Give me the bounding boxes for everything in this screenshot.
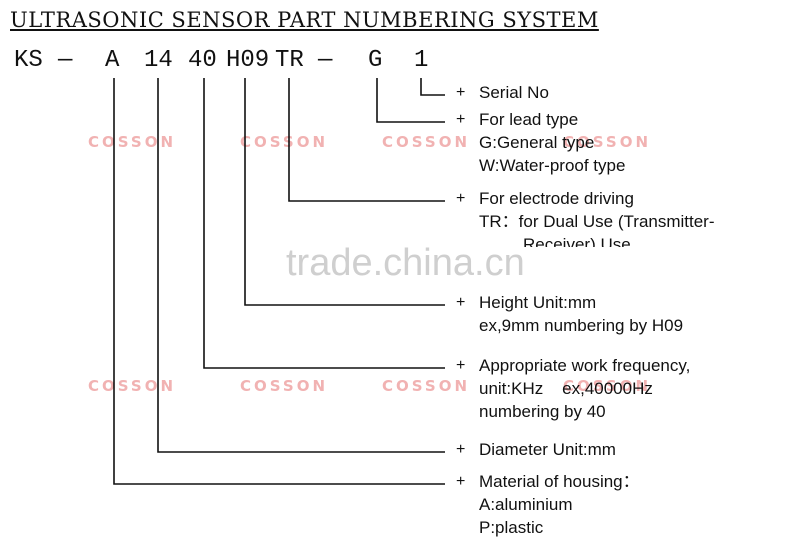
- frequency-unit: unit:KHz ex,40000Hz: [479, 379, 653, 398]
- watermark-brand: COSSON: [240, 133, 328, 151]
- code-frequency-40: 40: [188, 47, 217, 74]
- driving-label: For electrode driving: [479, 189, 634, 208]
- watermark-brand: COSSON: [382, 133, 470, 151]
- material-plastic: P:plastic: [479, 518, 544, 537]
- frequency-numbering: numbering by 40: [479, 402, 606, 421]
- driving-tr: TR：for Dual Use (Transmitter-: [479, 212, 715, 231]
- height-example: ex,9mm numbering by H09: [479, 316, 684, 335]
- watermark-brand: COSSON: [240, 377, 328, 395]
- serial-label: Serial No: [479, 83, 549, 102]
- diameter-label: Diameter Unit:mm: [479, 440, 616, 459]
- connector-serial: [420, 78, 445, 96]
- material-aluminium: A:aluminium: [479, 495, 573, 514]
- connector-driving: [288, 78, 445, 202]
- plus-marker: +: [456, 294, 466, 311]
- watermark-brand: COSSON: [382, 377, 470, 395]
- code-material-a: A: [105, 47, 120, 74]
- watermark-brand: COSSON: [563, 133, 651, 151]
- material-label: Material of housing：: [479, 472, 640, 491]
- watermark-site: trade.china.cn: [286, 242, 525, 284]
- code-serial-1: 1: [414, 47, 429, 74]
- code-diameter-14: 14: [144, 47, 173, 74]
- lead-general: G:General type: [479, 133, 595, 152]
- watermark-brand: COSSON: [563, 377, 651, 395]
- height-label: Height Unit:mm: [479, 293, 597, 312]
- lead-label: For lead type: [479, 110, 579, 129]
- driving-tr-cont: Receiver) Use: [523, 235, 631, 247]
- connector-height: [244, 78, 445, 306]
- watermark-brand: COSSON: [88, 133, 176, 151]
- diagram-title: ULTRASONIC SENSOR PART NUMBERING SYSTEM: [10, 8, 599, 32]
- connector-diameter: [157, 78, 445, 453]
- code-dash-1: —: [58, 47, 73, 74]
- plus-marker: +: [456, 84, 466, 101]
- lead-waterproof: W:Water-proof type: [479, 156, 626, 175]
- plus-marker: +: [456, 441, 466, 458]
- plus-marker: +: [456, 111, 466, 128]
- plus-marker: +: [456, 190, 466, 207]
- code-lead-g: G: [368, 47, 383, 74]
- connector-material: [113, 78, 445, 485]
- connector-lead: [376, 78, 445, 123]
- code-driving-tr: TR: [275, 47, 304, 74]
- plus-marker: +: [456, 473, 466, 490]
- frequency-label: Appropriate work frequency,: [479, 356, 691, 375]
- code-prefix-ks: KS: [14, 47, 43, 74]
- code-dash-2: —: [318, 47, 333, 74]
- connector-frequency: [203, 78, 445, 369]
- code-height-h09: H09: [226, 47, 270, 74]
- watermark-brand: COSSON: [88, 377, 176, 395]
- plus-marker: +: [456, 357, 466, 374]
